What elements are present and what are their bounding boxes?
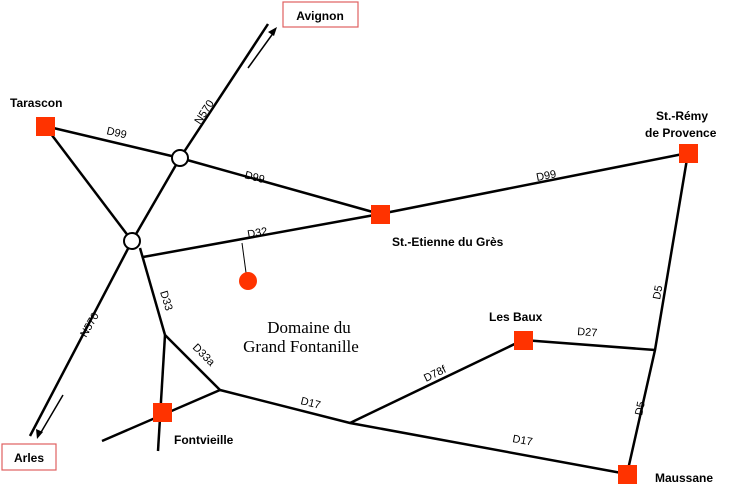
road-d5 [625,152,690,475]
town-marker-st-remy-icon [679,144,698,163]
road-d33a [164,334,221,391]
road-label-d27: D27 [577,326,598,339]
road-label-d17-east: D17 [511,433,533,448]
road-d27 [522,338,656,352]
arrow-to-avignon-icon [247,27,277,69]
town-marker-les-baux-icon [514,331,533,350]
road-label-d5-north: D5 [651,285,665,301]
town-label-st-etienne: St.-Etienne du Grès [392,235,504,249]
domain-location-icon [239,272,257,290]
road-label-n570-north: N570 [192,98,216,127]
road-d99-east [379,151,689,216]
road-n570-mid [130,157,182,242]
road-label-n570-south: N570 [78,311,102,340]
road-d32 [142,212,381,259]
road-tarascon-junction [44,125,133,242]
town-label-st-remy-2: de Provence [645,126,717,140]
road-fontvieille-north [156,334,167,452]
road-label-d99-mid: D99 [243,169,266,186]
road-n570-south [28,240,134,437]
domain-label-line2: Grand Fontanille [243,337,359,356]
town-label-tarascon: Tarascon [10,96,62,110]
arles-box [1,443,57,471]
town-markers [36,117,698,484]
road-d17 [219,388,628,476]
junction-north-icon [171,149,189,167]
road-d33 [138,247,167,336]
arrow-to-arles-icon [36,394,64,439]
road-d99-west [44,124,181,160]
town-label-st-remy-1: St.-Rémy [656,109,708,123]
town-marker-maussane-icon [618,465,637,484]
road-label-d99-east: D99 [535,168,557,184]
town-label-fontvieille: Fontvieille [174,433,234,447]
town-marker-tarascon-icon [36,117,55,136]
junction-south-icon [123,232,141,250]
road-label-d99-west: D99 [105,125,127,141]
domain-label-line1: Domaine du [267,318,351,337]
town-label-arles: Arles [14,451,44,465]
town-marker-fontvieille-icon [153,403,172,422]
roads [28,23,690,476]
road-d99-mid [179,156,381,216]
road-d78f [349,338,524,425]
road-label-d17-west: D17 [299,395,321,412]
road-label-d5-south: D5 [633,400,648,416]
town-label-maussane: Maussane [655,471,713,485]
road-label-d32: D32 [246,226,268,241]
town-label-avignon: Avignon [296,9,344,23]
town-marker-st-etienne-icon [371,205,390,224]
road-label-d33: D33 [157,289,174,312]
town-label-les-baux: Les Baux [489,310,543,324]
avignon-box [282,1,359,28]
road-n570-north [178,23,270,159]
